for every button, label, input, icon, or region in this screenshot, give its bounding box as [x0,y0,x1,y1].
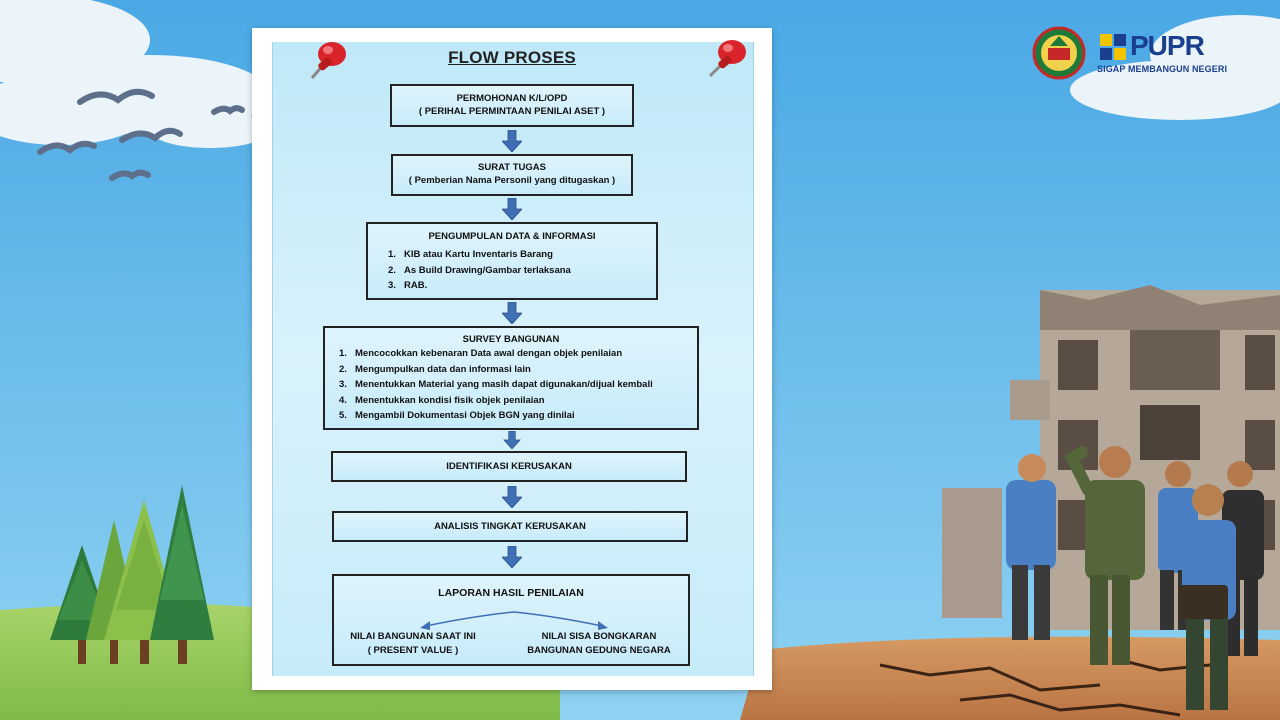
list-item: 2.As Build Drawing/Gambar terlaksana [388,264,571,276]
list-item: 5.Mengambil Dokumentasi Objek BGN yang d… [339,410,575,421]
step-surat-tugas: SURAT TUGAS ( Pemberian Nama Personil ya… [391,154,633,196]
down-arrow-icon [503,431,521,449]
list-item: 4.Menentukkan kondisi fisik objek penila… [339,394,545,406]
salvage-value-output: NILAI SISA BONGKARAN BANGUNAN GEDUNG NEG… [514,630,684,658]
step-survey-bangunan: SURVEY BANGUNAN 1.Mencocokkan kebenaran … [323,326,699,430]
step-analisis: ANALISIS TINGKAT KERUSAKAN [332,511,688,542]
logo-area: PUPR SIGAP MEMBANGUN NEGERI [1032,26,1232,84]
down-arrow-icon [502,302,522,324]
present-value-output: NILAI BANGUNAN SAAT INI ( PRESENT VALUE … [338,630,488,658]
cloud-right [1070,15,1280,120]
step-pengumpulan-data: PENGUMPULAN DATA & INFORMASI 1.KIB atau … [366,222,658,300]
list-item: 2.Mengumpulkan data dan informasi lain [339,363,531,375]
cloud-left [0,0,270,148]
step-permohonan: PERMOHONAN K/L/OPD ( PERIHAL PERMINTAAN … [390,84,634,127]
list-item: 1.Mencocokkan kebenaran Data awal dengan… [339,348,623,359]
salvage-value-line1: NILAI SISA BONGKARAN [541,631,657,642]
salvage-value-line2: BANGUNAN GEDUNG NEGARA [527,645,671,656]
step-survey-title: SURVEY BANGUNAN [462,334,560,345]
person-1 [1006,454,1056,640]
pupr-logo-text: PUPR [1130,30,1205,61]
list-item: 3.RAB. [388,280,428,291]
step-identifikasi-title: IDENTIFIKASI KERUSAKAN [446,461,572,472]
person-2 [1064,446,1145,665]
birds-icon [37,88,245,181]
branch-arrows-icon [420,611,608,630]
pupr-tagline: SIGAP MEMBANGUN NEGERI [1097,64,1228,74]
step-pengumpulan-title: PENGUMPULAN DATA & INFORMASI [428,231,596,242]
list-item: 3.Menentukkan Material yang masih dapat … [339,379,653,390]
step-surat-tugas-subtitle: ( Pemberian Nama Personil yang ditugaska… [408,175,616,186]
list-item: 1.KIB atau Kartu Inventaris Barang [388,249,553,260]
flowchart-card: FLOW PROSES PERMOHONAN K/L/OPD ( PERIHAL… [252,28,772,690]
survey-list: 1.Mencocokkan kebenaran Data awal dengan… [339,346,697,424]
pushpin-right-icon [708,40,746,78]
step-surat-tugas-title: SURAT TUGAS [478,162,546,173]
down-arrow-icon [502,198,522,220]
down-arrow-icon [502,130,522,152]
down-arrow-icon [502,486,522,508]
step-permohonan-subtitle: ( PERIHAL PERMINTAAN PENILAI ASET ) [418,106,606,117]
present-value-line2: ( PRESENT VALUE ) [367,645,459,656]
pengumpulan-list: 1.KIB atau Kartu Inventaris Barang 2.As … [388,247,656,294]
step-laporan-title: LAPORAN HASIL PENILAIAN [438,587,584,599]
present-value-line1: NILAI BANGUNAN SAAT INI [350,631,476,642]
pupr-logo-icon [1100,34,1126,60]
people-group [1006,446,1264,710]
step-identifikasi: IDENTIFIKASI KERUSAKAN [331,451,687,482]
regional-emblem-icon [1032,26,1086,80]
step-laporan: LAPORAN HASIL PENILAIAN NILAI BANGUNAN S… [332,574,690,666]
flowchart-title: FLOW PROSES [448,48,576,67]
step-permohonan-title: PERMOHONAN K/L/OPD [456,93,568,104]
pushpin-left-icon [310,42,346,79]
tree-icon [50,485,214,664]
person-5 [1178,484,1236,710]
down-arrow-icon [502,546,522,568]
step-analisis-title: ANALISIS TINGKAT KERUSAKAN [434,521,586,532]
